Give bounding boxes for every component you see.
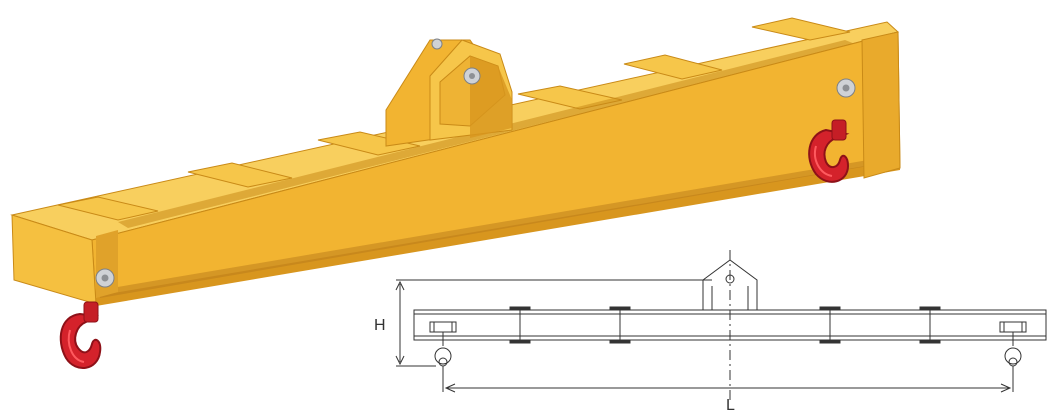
beam-lower-flange — [96, 160, 900, 306]
lifting-hook-icon — [59, 301, 102, 369]
technical-drawing — [395, 250, 1047, 400]
beam-top-plates — [57, 17, 851, 221]
lifting-hook-icon — [808, 119, 850, 183]
beam-right-end — [861, 31, 901, 179]
drawing-right-hook — [999, 321, 1027, 367]
length-dimension — [442, 366, 1014, 393]
beam-bottom-shadow — [100, 158, 880, 298]
left-end-pin — [95, 268, 115, 288]
length-dimension-label: L — [726, 397, 735, 414]
center-lifting-lug — [385, 38, 513, 147]
drawing-left-hook — [429, 321, 457, 367]
right-end-pin — [836, 78, 856, 98]
drawing-plates — [509, 306, 941, 344]
beam-left-end-inner — [96, 230, 118, 298]
height-dimension-label: H — [374, 317, 386, 334]
beam-3d-render — [10, 17, 901, 369]
drawing-center-lug — [702, 259, 758, 311]
height-dimension — [395, 279, 712, 367]
